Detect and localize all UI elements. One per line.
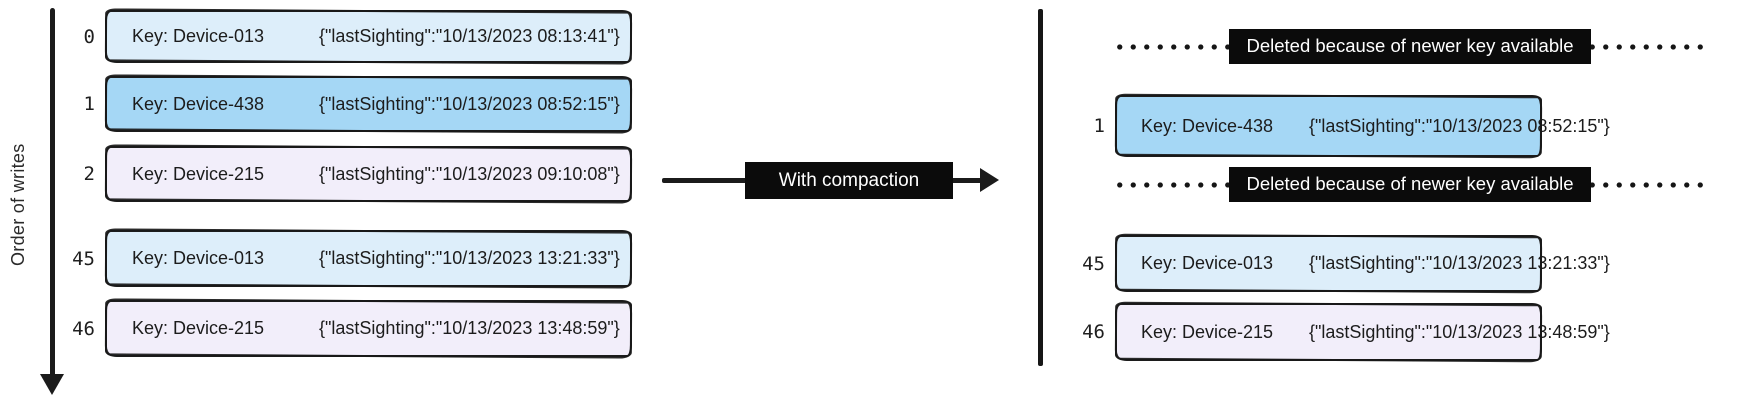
deleted-label: Deleted because of newer key available (1229, 29, 1591, 64)
record-value: {"lastSighting":"10/13/2023 08:13:41"} (319, 26, 620, 46)
log-row-2: 2 Key: Device-215 {"lastSighting":"10/13… (62, 146, 632, 202)
record-key: Key: Device-438 (132, 93, 265, 114)
write-order-number: 45 (72, 247, 95, 270)
right-panel-divider (1038, 9, 1043, 366)
log-row-45: 45 Key: Device-013 {"lastSighting":"10/1… (62, 230, 632, 287)
compacted-row-45: 45 Key: Device-013 {"lastSighting":"10/1… (1069, 235, 1610, 292)
record-key: Key: Device-013 (1141, 253, 1274, 273)
order-arrow-line (50, 8, 55, 380)
record-value: {"lastSighting":"10/13/2023 13:21:33"} (319, 248, 620, 268)
write-order-number: 45 (1082, 252, 1105, 275)
record-value: {"lastSighting":"10/13/2023 09:10:08"} (319, 163, 620, 184)
record-value: {"lastSighting":"10/13/2023 13:21:33"} (1309, 253, 1610, 273)
write-order-number: 1 (83, 93, 95, 115)
record-box: Key: Device-438 {"lastSighting":"10/13/2… (105, 76, 632, 132)
compacted-row-1: 1 Key: Device-438 {"lastSighting":"10/13… (1069, 95, 1610, 157)
record-box: Key: Device-013 {"lastSighting":"10/13/2… (105, 230, 632, 287)
record-key: Key: Device-438 (1141, 115, 1274, 136)
record-value: {"lastSighting":"10/13/2023 13:48:59"} (319, 318, 620, 338)
write-order-number: 0 (83, 25, 95, 48)
record-value: {"lastSighting":"10/13/2023 13:48:59"} (1309, 321, 1610, 342)
order-arrow-head-icon (40, 374, 64, 395)
deleted-row-0: Deleted because of newer key available (1113, 28, 1707, 65)
record-key: Key: Device-215 (132, 163, 265, 184)
record-box: Key: Device-215 {"lastSighting":"10/13/2… (105, 146, 632, 202)
write-order-number: 2 (83, 163, 95, 185)
deleted-row-1: Deleted because of newer key available (1113, 166, 1707, 203)
record-key: Key: Device-215 (132, 318, 265, 338)
compacted-row-46: 46 Key: Device-215 {"lastSighting":"10/1… (1069, 303, 1610, 361)
record-key: Key: Device-215 (1141, 321, 1274, 342)
deleted-label: Deleted because of newer key available (1229, 167, 1591, 202)
record-key: Key: Device-013 (132, 26, 265, 46)
compaction-arrow-head-icon (980, 168, 999, 192)
compaction-label: With compaction (745, 162, 953, 199)
record-box: Key: Device-013 {"lastSighting":"10/13/2… (1115, 235, 1610, 292)
write-order-number: 46 (1082, 321, 1105, 343)
write-order-number: 46 (72, 317, 95, 340)
record-box: Key: Device-215 {"lastSighting":"10/13/2… (105, 300, 632, 357)
record-box: Key: Device-013 {"lastSighting":"10/13/2… (105, 10, 632, 63)
record-value: {"lastSighting":"10/13/2023 08:52:15"} (319, 93, 620, 114)
log-row-46: 46 Key: Device-215 {"lastSighting":"10/1… (62, 300, 632, 357)
write-order-number: 1 (1093, 115, 1105, 137)
record-key: Key: Device-013 (132, 248, 265, 268)
record-box: Key: Device-215 {"lastSighting":"10/13/2… (1115, 303, 1610, 361)
log-row-0: 0 Key: Device-013 {"lastSighting":"10/13… (62, 10, 632, 63)
record-box: Key: Device-438 {"lastSighting":"10/13/2… (1115, 95, 1610, 157)
record-value: {"lastSighting":"10/13/2023 08:52:15"} (1309, 115, 1610, 136)
order-of-writes-label: Order of writes (8, 143, 28, 267)
log-row-1: 1 Key: Device-438 {"lastSighting":"10/13… (62, 76, 632, 132)
